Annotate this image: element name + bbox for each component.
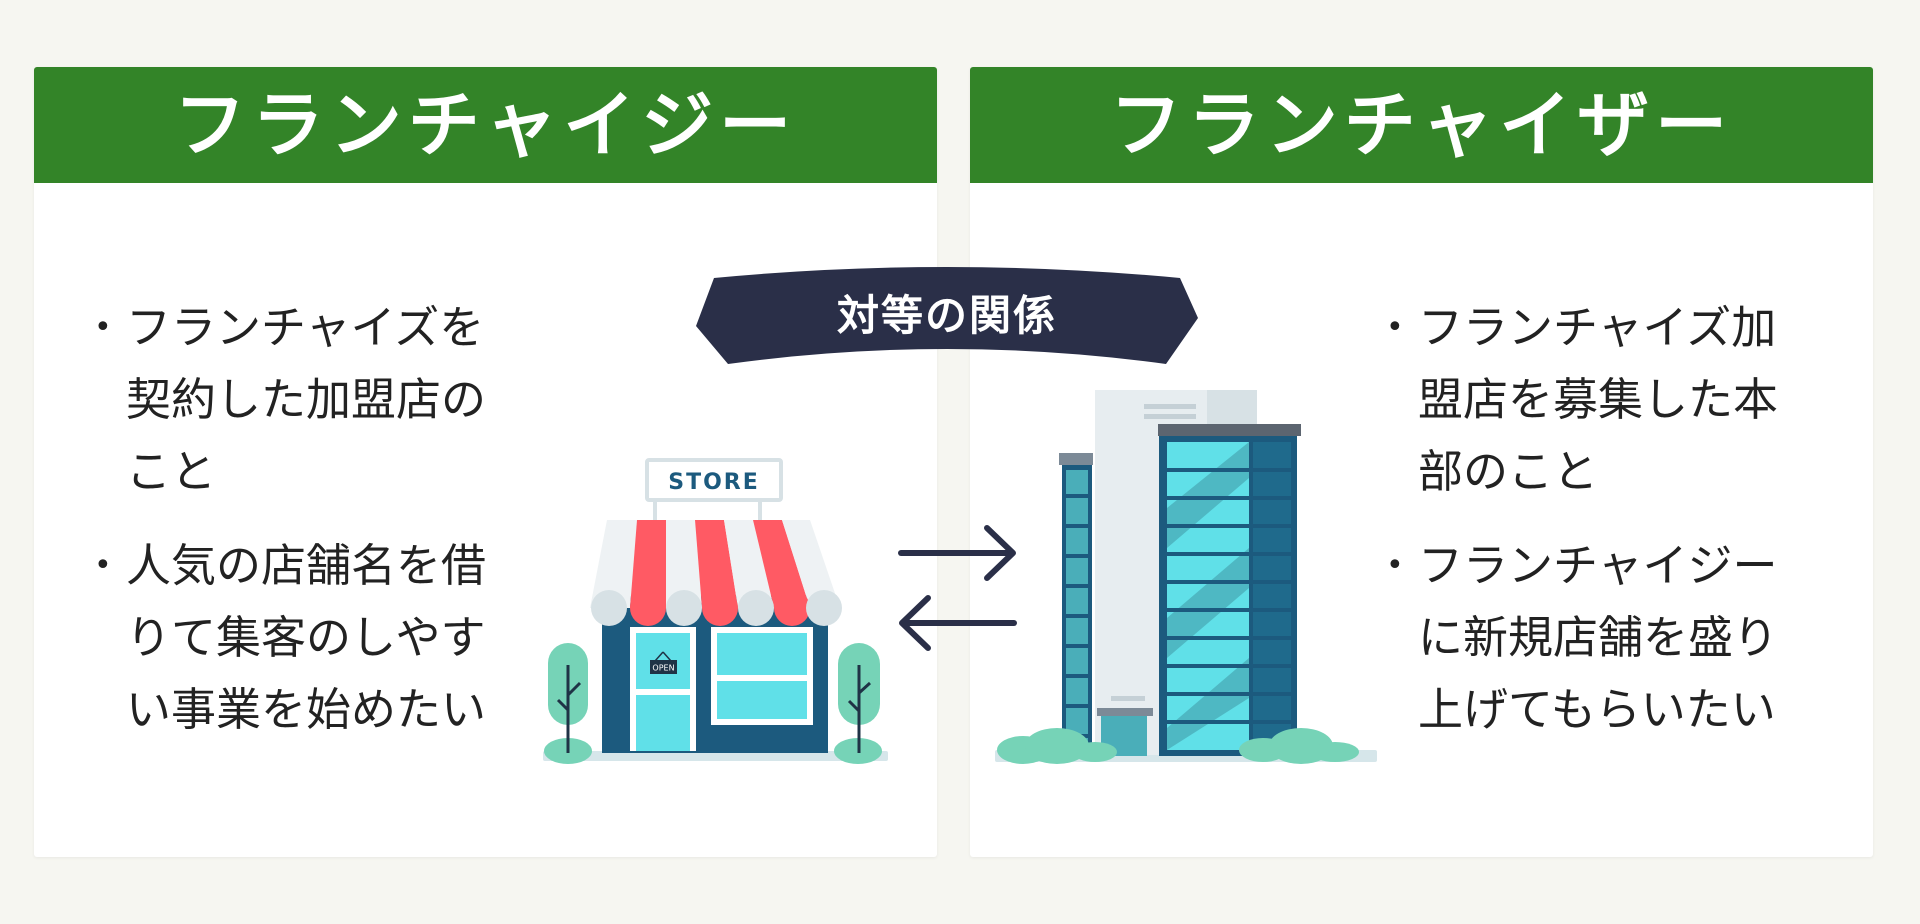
franchisee-panel: フランチャイジー • フランチャイズを契約した加盟店のこと • 人気の店舗名を借…: [34, 67, 937, 857]
bullet-dot: •: [94, 548, 112, 583]
equal-relationship-banner: 対等の関係: [692, 262, 1202, 367]
arrow-left-icon: [899, 595, 1017, 651]
franchisor-bullet-list: • フランチャイズ加盟店を募集した本部のこと • フランチャイジーに新規店舗を盛…: [1382, 292, 1812, 768]
bullet-dot: •: [1386, 310, 1404, 345]
franchisor-bullet-item: • フランチャイズ加盟店を募集した本部のこと: [1382, 292, 1812, 508]
bullet-dot: •: [1386, 548, 1404, 583]
franchisor-bullet-text: フランチャイジーに新規店舗を盛り上げてもらいたい: [1418, 539, 1779, 736]
store-sign-text: STORE: [668, 470, 760, 495]
store-illustration: STORE OPEN: [543, 458, 888, 764]
equal-relationship-label: 対等の関係: [836, 291, 1057, 340]
franchisor-bullet-item: • フランチャイジーに新規店舗を盛り上げてもらいたい: [1382, 530, 1812, 746]
arrow-right-icon: [898, 525, 1016, 581]
franchisee-bullet-list: • フランチャイズを契約した加盟店のこと • 人気の店舗名を借りて集客のしやすい…: [90, 292, 520, 768]
franchisee-bullet-item: • 人気の店舗名を借りて集客のしやすい事業を始めたい: [90, 530, 520, 746]
exchange-arrows: [898, 525, 1017, 651]
franchisee-bullet-text: 人気の店舗名を借りて集客のしやすい事業を始めたい: [126, 539, 487, 736]
franchisor-title: フランチャイザー: [970, 67, 1873, 183]
franchisee-title: フランチャイジー: [34, 67, 937, 183]
bullet-dot: •: [94, 310, 112, 345]
open-sign-text: OPEN: [652, 664, 674, 673]
franchisor-bullet-text: フランチャイズ加盟店を募集した本部のこと: [1418, 301, 1779, 498]
office-building-illustration: [995, 390, 1377, 764]
franchisee-bullet-item: • フランチャイズを契約した加盟店のこと: [90, 292, 520, 508]
banner-shape: [696, 267, 1198, 364]
franchisee-bullet-text: フランチャイズを契約した加盟店のこと: [126, 301, 487, 498]
